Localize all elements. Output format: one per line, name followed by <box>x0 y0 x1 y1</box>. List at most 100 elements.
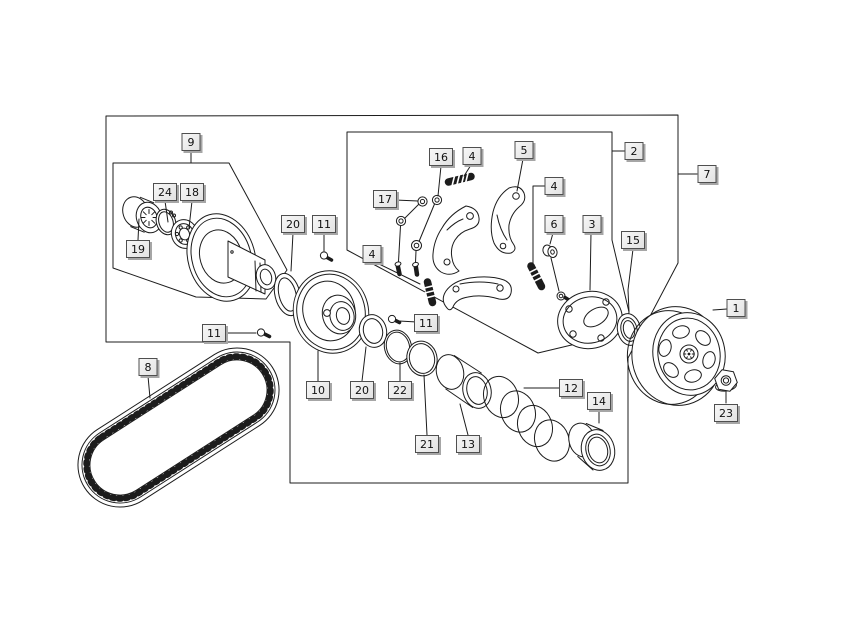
leader-line-6 <box>549 232 554 245</box>
part-22-oring-drawing <box>383 329 413 365</box>
part-number-label: 13 <box>461 437 475 451</box>
part-callout-7[interactable]: 7 <box>697 165 717 183</box>
leader-line-16 <box>437 165 442 197</box>
part-callout-24[interactable]: 24 <box>153 183 177 201</box>
part-number-label: 11 <box>317 217 331 231</box>
part-number-label: 3 <box>588 217 596 231</box>
part-24-circlip-drawing <box>155 208 177 236</box>
part-number-label: 4 <box>468 149 476 163</box>
leader-line-3 <box>589 232 592 291</box>
part-callout-14[interactable]: 14 <box>587 392 611 410</box>
part-callout-12[interactable]: 12 <box>559 379 583 397</box>
part-number-label: 18 <box>185 185 199 199</box>
part-callout-6[interactable]: 6 <box>544 215 564 233</box>
part-1-clutch-bell-drawing <box>626 306 726 406</box>
part-number-label: 9 <box>187 135 195 149</box>
part-number-label: 7 <box>703 167 711 181</box>
leader-line-19 <box>137 218 140 241</box>
part-callout-23[interactable]: 23 <box>714 404 738 422</box>
part-callout-17[interactable]: 17 <box>373 190 397 208</box>
part-11-pin-left-drawing <box>256 328 272 339</box>
part-number-label: 17 <box>378 192 392 206</box>
part-callout-13[interactable]: 13 <box>456 435 480 453</box>
leader-line-24 <box>164 200 169 223</box>
part-11-pin-mid-drawing <box>387 314 402 325</box>
part-callout-4a[interactable]: 4 <box>362 245 382 263</box>
leader-line-1 <box>712 308 728 311</box>
part-callout-11a[interactable]: 11 <box>202 324 226 342</box>
part-number-label: 24 <box>158 185 172 199</box>
part-4-spring-mid-drawing <box>527 262 546 291</box>
part-callout-20a[interactable]: 20 <box>281 215 305 233</box>
part-callout-1[interactable]: 1 <box>726 299 746 317</box>
part-4-spring-top-drawing <box>444 171 475 187</box>
part-11-pin-top-drawing <box>319 251 334 262</box>
part-20-seal-ring-right-drawing <box>358 314 388 348</box>
part-number-label: 8 <box>144 360 152 374</box>
part-callout-20b[interactable]: 20 <box>350 381 374 399</box>
part-callout-9[interactable]: 9 <box>181 133 201 151</box>
part-callout-4c[interactable]: 4 <box>544 177 564 195</box>
part-callout-2[interactable]: 2 <box>624 142 644 160</box>
part-8-belt-drawing <box>77 347 280 508</box>
part-callout-21[interactable]: 21 <box>415 435 439 453</box>
part-17-washers-and-pins-drawing <box>394 194 443 277</box>
part-21-circlip-drawing <box>406 340 438 377</box>
part-callout-16[interactable]: 16 <box>429 148 453 166</box>
part-number-label: 11 <box>207 326 221 340</box>
part-10-pulley-half-drawing <box>292 270 370 354</box>
subassembly-box-9 <box>112 162 288 300</box>
part-callout-11c[interactable]: 11 <box>414 314 438 332</box>
leader-line-18 <box>188 200 193 229</box>
part-number-label: 20 <box>355 383 369 397</box>
leader-line-20a <box>290 232 294 272</box>
part-12-spring-drawing <box>482 375 571 462</box>
leader-line-5 <box>516 158 524 192</box>
part-number-label: 22 <box>393 383 407 397</box>
part-callout-15[interactable]: 15 <box>621 231 645 249</box>
part-9-hub-drawing <box>186 213 277 302</box>
part-number-label: 12 <box>564 381 578 395</box>
part-6-roller-drawing <box>542 244 560 292</box>
part-number-label: 14 <box>592 394 606 408</box>
part-number-label: 16 <box>434 150 448 164</box>
part-callout-11b[interactable]: 11 <box>312 215 336 233</box>
part-callout-8[interactable]: 8 <box>138 358 158 376</box>
leader-line-17 <box>394 199 419 202</box>
part-5-clutch-shoe-bottom-drawing <box>442 276 512 311</box>
part-5-clutch-shoe-left-drawing <box>432 205 480 275</box>
part-number-label: 2 <box>630 144 638 158</box>
part-4-spring-left-drawing <box>422 278 437 307</box>
leader-lines-layer <box>137 150 728 436</box>
part-number-label: 23 <box>719 406 733 420</box>
part-callout-19[interactable]: 19 <box>126 240 150 258</box>
part-number-label: 1 <box>732 301 740 315</box>
leader-line-15 <box>627 248 634 313</box>
part-number-label: 20 <box>286 217 300 231</box>
part-callout-10[interactable]: 10 <box>306 381 330 399</box>
part-number-label: 15 <box>626 233 640 247</box>
leader-line-20b <box>361 346 367 382</box>
part-number-label: 4 <box>550 179 558 193</box>
part-23-nut-drawing <box>714 369 738 392</box>
part-callout-18[interactable]: 18 <box>180 183 204 201</box>
part-number-label: 6 <box>550 217 558 231</box>
leader-line-4c <box>532 185 546 264</box>
part-number-label: 11 <box>419 316 433 330</box>
leader-line-8 <box>147 375 151 399</box>
part-3-driver-plate-drawing <box>556 290 623 350</box>
part-number-label: 19 <box>131 242 145 256</box>
part-callout-22[interactable]: 22 <box>388 381 412 399</box>
leader-line-13 <box>459 403 469 436</box>
part-callout-3[interactable]: 3 <box>582 215 602 233</box>
outer-boundary-box <box>105 114 679 484</box>
leader-line-4b <box>463 164 472 177</box>
part-number-label: 4 <box>368 247 376 261</box>
part-number-label: 5 <box>520 143 528 157</box>
part-callout-4b[interactable]: 4 <box>462 147 482 165</box>
part-14-collar-drawing <box>568 422 616 471</box>
part-callout-5[interactable]: 5 <box>514 141 534 159</box>
